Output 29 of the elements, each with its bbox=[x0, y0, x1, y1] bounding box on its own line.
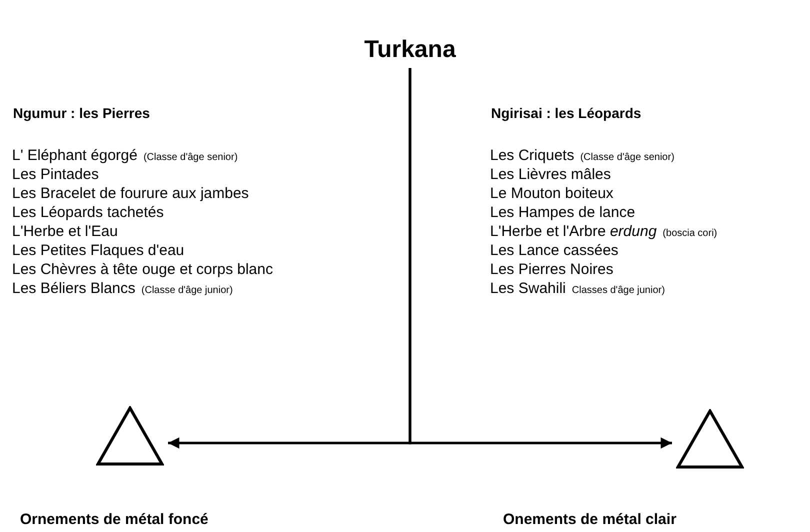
triangle-symbol bbox=[96, 406, 164, 466]
list-item: Le Mouton boiteux bbox=[490, 185, 614, 202]
list-item: Les Pintades bbox=[12, 166, 99, 183]
note-text: (Classe d'âge junior) bbox=[141, 285, 233, 296]
list-item: Les Béliers Blancs bbox=[12, 280, 136, 297]
note-text: (boscia cori) bbox=[662, 228, 718, 239]
list-item: Les Pierres Noires bbox=[490, 261, 614, 278]
column-heading: Ngumur : les Pierres bbox=[13, 105, 150, 121]
title-text: Turkana bbox=[360, 34, 460, 66]
note-text: (Classe d'âge senior) bbox=[580, 152, 674, 163]
list-item: L'Herbe et l'Eau bbox=[12, 223, 118, 240]
list-item: Les Swahili bbox=[490, 280, 566, 297]
column-heading: Ngirisai : les Léopards bbox=[491, 105, 642, 121]
list-item: L'Herbe et l'Arbre erdung bbox=[490, 223, 657, 240]
list-item: Les Lièvres mâles bbox=[490, 166, 611, 183]
caption-text: Onements de métal clair bbox=[503, 511, 676, 528]
list-item: Les Léopards tachetés bbox=[12, 204, 164, 221]
arrow bbox=[408, 68, 672, 449]
caption-text: Ornements de métal foncé bbox=[20, 511, 208, 528]
list-item: Les Lance cassées bbox=[490, 242, 618, 259]
list-item: Les Petites Flaques d'eau bbox=[12, 242, 184, 259]
list-item: Les Bracelet de fourure aux jambes bbox=[12, 185, 249, 202]
triangle-symbol bbox=[676, 409, 744, 469]
list-item: Les Chèvres à tête ouge et corps blanc bbox=[12, 261, 273, 278]
note-text: (Classe d'âge senior) bbox=[143, 152, 238, 163]
list-item: Les Criquets bbox=[490, 147, 574, 164]
list-item: Les Hampes de lance bbox=[490, 204, 636, 221]
note-text: Classes d'âge junior) bbox=[572, 285, 665, 296]
list-item: L' Eléphant égorgé bbox=[12, 147, 138, 164]
